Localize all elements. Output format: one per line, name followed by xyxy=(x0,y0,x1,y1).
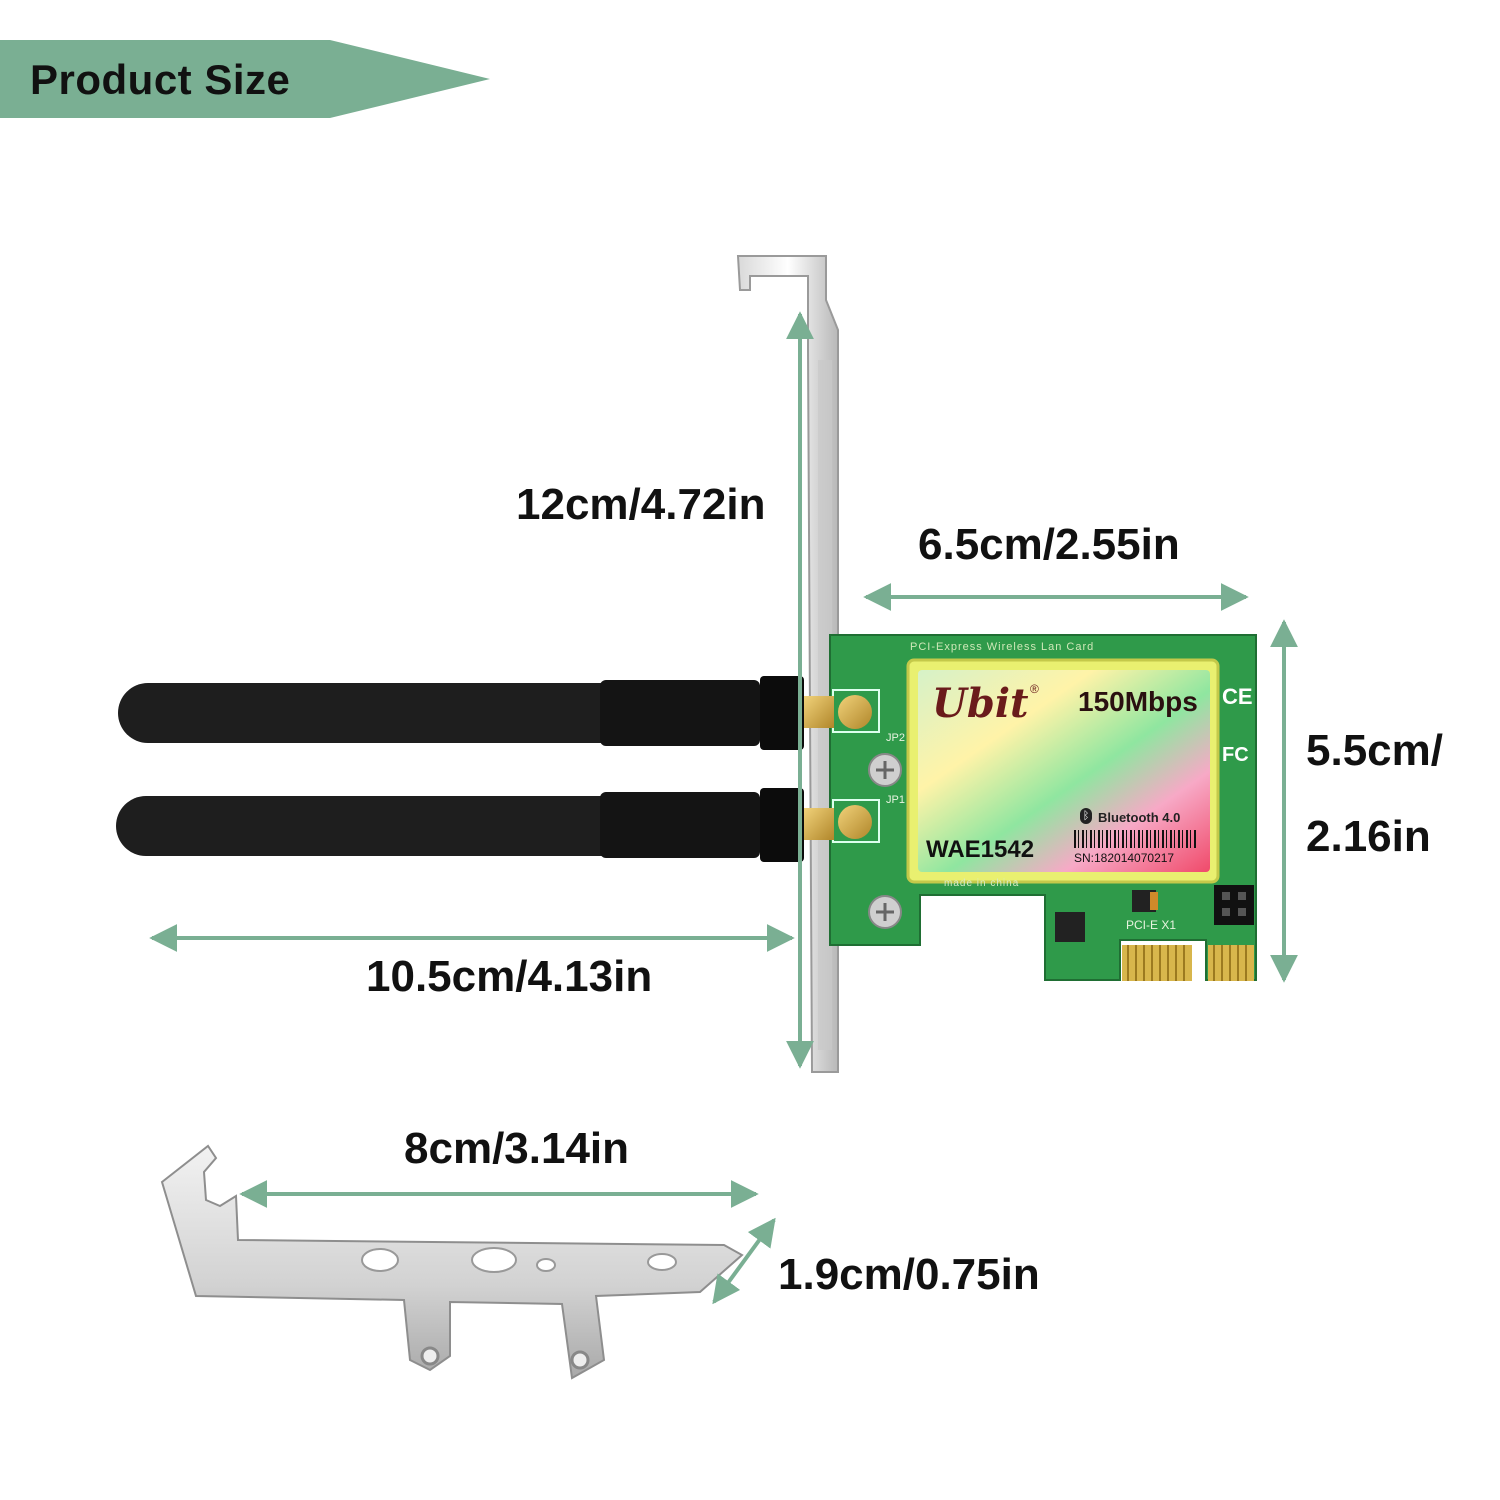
fc-mark: FC xyxy=(1222,744,1249,766)
low-bracket-height-label: 1.9cm/0.75in xyxy=(778,1250,1040,1299)
pcb-label: PCI-Express Wireless Lan Card xyxy=(910,641,1095,653)
card-serial: SN:182014070217 xyxy=(1074,851,1175,865)
dimension-arrows xyxy=(149,311,1298,1305)
card-speed: 150Mbps xyxy=(1078,686,1198,717)
card-bluetooth: Bluetooth 4.0 xyxy=(1098,810,1181,825)
card-width-label: 6.5cm/2.55in xyxy=(918,520,1180,569)
card-height-label-2: 2.16in xyxy=(1306,812,1431,861)
card-registered-mark: ® xyxy=(1030,682,1039,696)
page-title: Product Size xyxy=(30,56,291,103)
made-in-label: made in china xyxy=(944,878,1020,889)
card-model: WAE1542 xyxy=(926,836,1035,863)
card-barcode xyxy=(1074,830,1196,848)
arrow-low-bracket-height xyxy=(712,1217,776,1305)
header-banner xyxy=(0,40,490,118)
antenna-length-label: 10.5cm/4.13in xyxy=(366,952,653,1001)
card-height-label-1: 5.5cm/ xyxy=(1306,726,1443,775)
full-height-bracket xyxy=(736,255,839,1073)
bluetooth-icon: ᛒ xyxy=(1080,808,1092,824)
low-profile-bracket xyxy=(160,1144,744,1380)
antenna-top xyxy=(118,676,834,750)
slot-label: PCI-E X1 xyxy=(1126,918,1177,932)
wireless-card-pcb xyxy=(829,634,1257,981)
low-bracket-length-label: 8cm/3.14in xyxy=(404,1124,630,1173)
bracket-height-label: 12cm/4.72in xyxy=(516,480,766,529)
antenna-bottom xyxy=(116,788,834,862)
ce-mark: CE xyxy=(1222,684,1253,709)
card-brand: Ubit xyxy=(932,680,1029,727)
jp2-label: JP2 xyxy=(886,732,905,744)
jp1-label: JP1 xyxy=(886,794,905,806)
